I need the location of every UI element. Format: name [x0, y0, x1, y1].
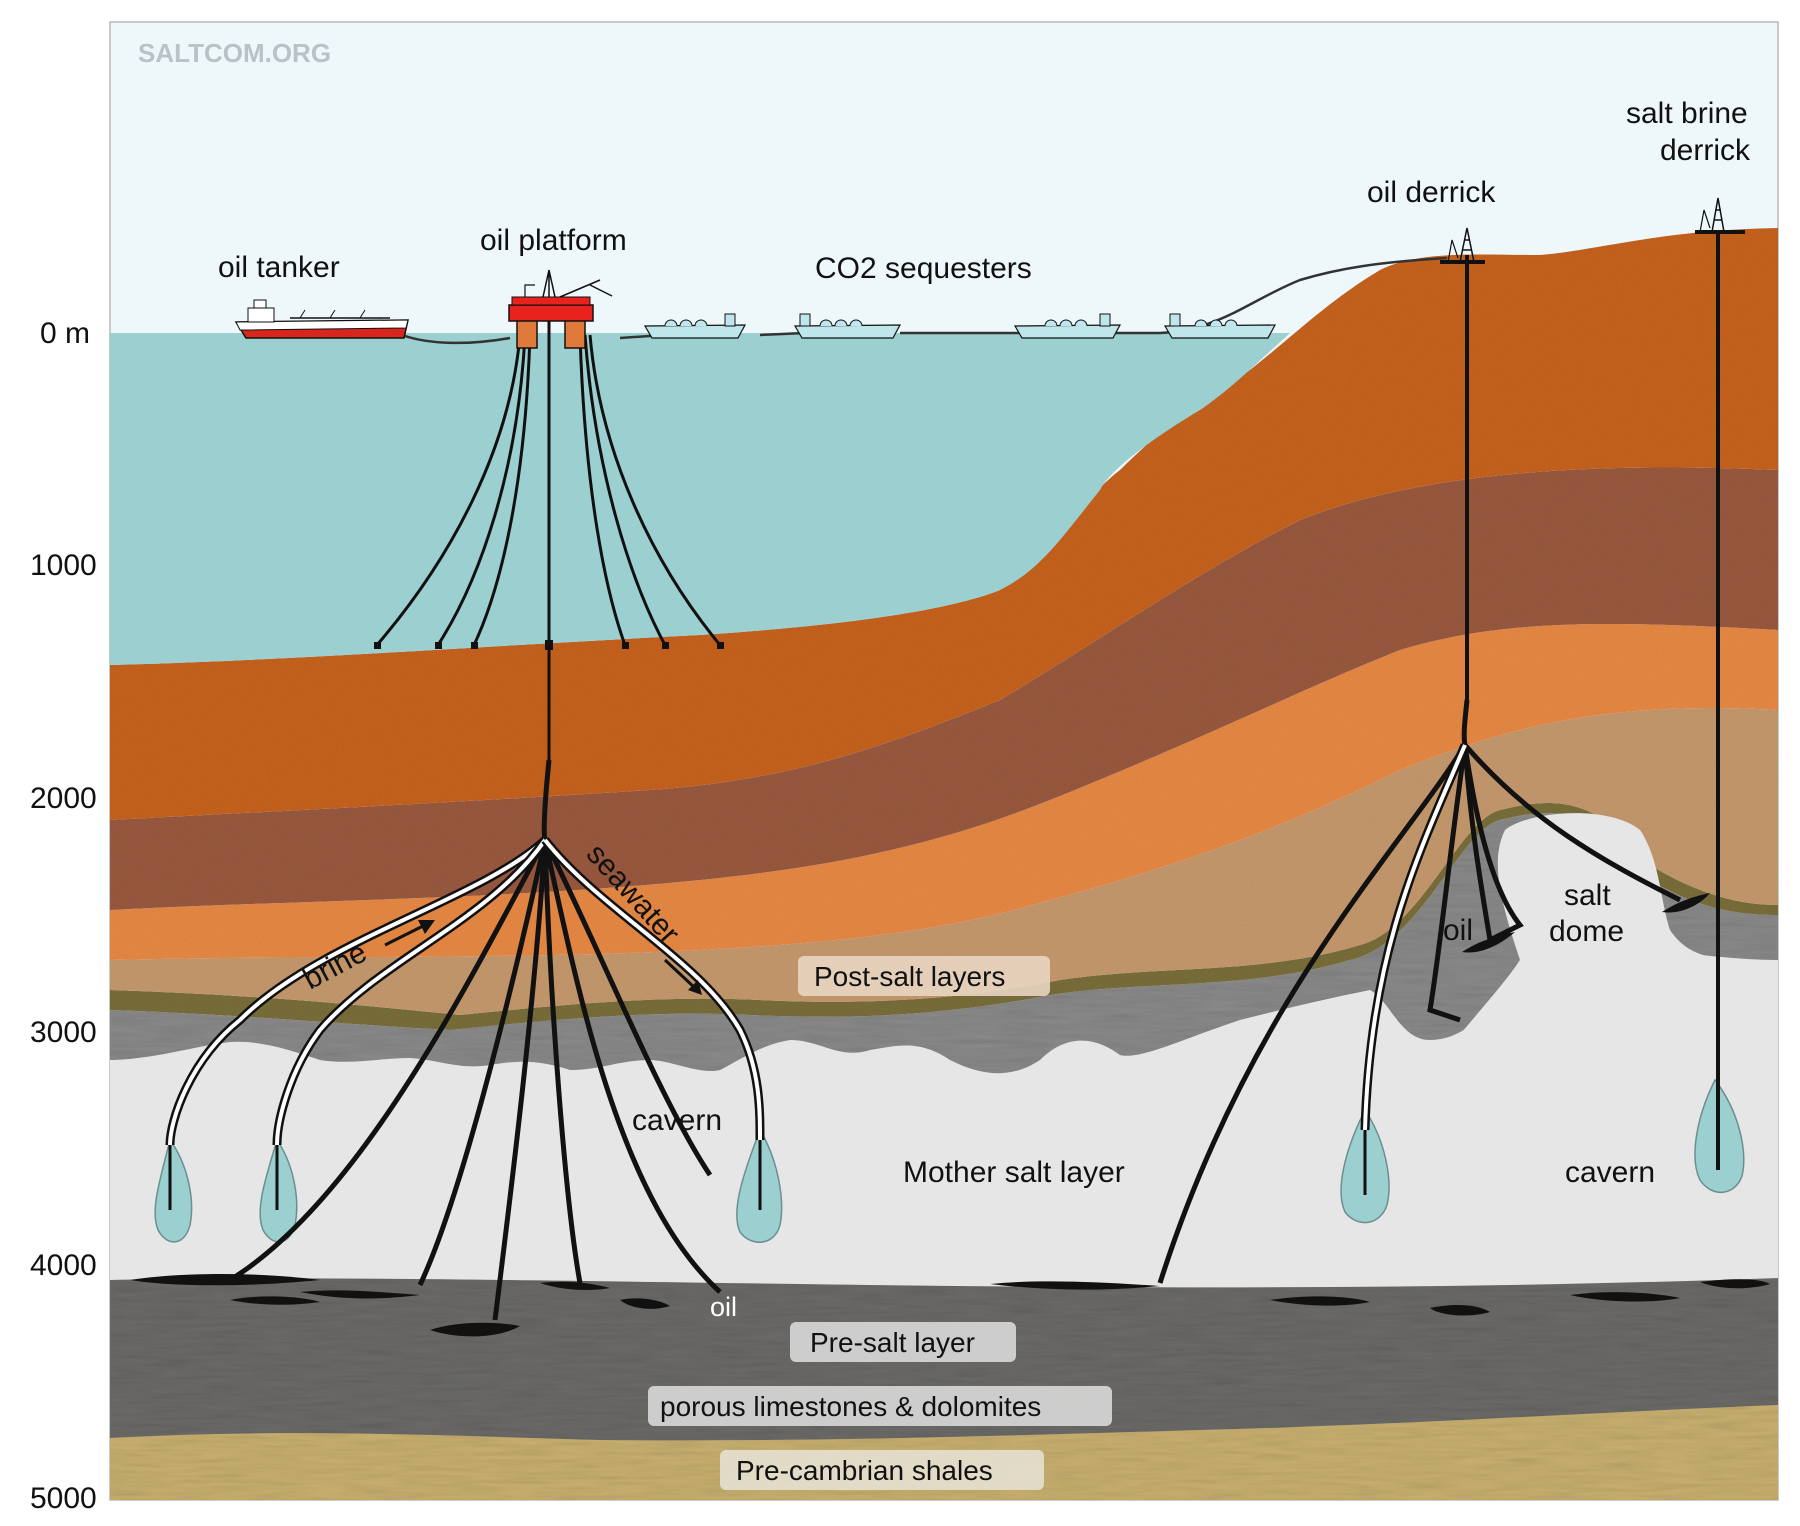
co2-ship-3 — [1013, 313, 1122, 339]
oil-derrick-icon — [1440, 227, 1485, 264]
co2-ship-1 — [643, 313, 747, 339]
label-pre-salt-layer: Pre-salt layer — [810, 1327, 975, 1358]
label-salt-dome-1: salt — [1564, 879, 1611, 912]
label-post-salt-layers: Post-salt layers — [814, 961, 1005, 992]
offshore-wells — [228, 650, 722, 1321]
label-oil-presalt: oil — [710, 1292, 737, 1322]
label-precambrian-shales: Pre-cambrian shales — [736, 1455, 993, 1486]
label-oil-platform: oil platform — [480, 224, 627, 257]
cavern-shape-1 — [154, 1138, 193, 1243]
label-salt-dome-2: dome — [1549, 915, 1624, 948]
label-oil-dome: oil — [1443, 914, 1473, 947]
oil-tanker-icon — [234, 299, 409, 339]
surface-pipeline — [401, 256, 1448, 345]
post-salt-light-orange-layer — [110, 624, 1778, 960]
label-cavern-right: cavern — [1565, 1156, 1655, 1189]
depth-3000: 3000 — [30, 1016, 97, 1049]
depth-5000: 5000 — [30, 1482, 97, 1515]
post-salt-badge — [798, 956, 1050, 996]
post-salt-brown-layer — [110, 467, 1778, 910]
depth-1000: 1000 — [30, 549, 97, 582]
sea-water — [110, 333, 1290, 665]
derrick-brine-pipe-inner — [1363, 744, 1467, 1131]
caverns — [154, 1078, 1745, 1243]
co2-ship-4 — [1163, 313, 1277, 339]
post-salt-tan-layer — [110, 708, 1778, 1015]
label-oil-tanker: oil tanker — [218, 251, 340, 284]
label-mother-salt-layer: Mother salt layer — [903, 1156, 1125, 1189]
label-co2-sequesters: CO2 sequesters — [815, 252, 1032, 285]
label-cavern-left: cavern — [632, 1104, 722, 1137]
platform-risers — [375, 300, 722, 646]
onshore-oil-wells — [1157, 255, 1682, 1284]
post-salt-orange-layer — [110, 228, 1778, 820]
depth-2000: 2000 — [30, 782, 97, 815]
label-salt-brine-derrick-1: salt brine — [1626, 97, 1748, 130]
limestone-badge — [648, 1386, 1112, 1426]
depth-0: 0 m — [40, 317, 90, 350]
pre-salt-badge — [790, 1322, 1016, 1362]
brine-arrow — [384, 920, 435, 947]
wellhead-markers — [374, 640, 724, 650]
salt-dome — [1440, 813, 1760, 1060]
co2-sequester-ships — [643, 313, 1277, 339]
watermark: SALTCOM.ORG — [138, 38, 331, 68]
oil-platform-icon — [508, 269, 613, 349]
shales-badge — [720, 1450, 1044, 1490]
oil-deposits — [130, 1274, 1770, 1337]
co2-ship-2 — [793, 313, 902, 339]
label-salt-brine-derrick-2: derrick — [1660, 134, 1751, 167]
seawater-arrow — [663, 958, 702, 995]
brine-pipes — [165, 836, 765, 1146]
depth-4000: 4000 — [30, 1249, 97, 1282]
label-porous-limestones: porous limestones & dolomites — [660, 1391, 1041, 1422]
oil-pockets-dome — [1462, 893, 1710, 953]
cavern-pipes — [168, 1140, 762, 1210]
salt-brine-derrick-icon — [1695, 197, 1745, 234]
label-oil-derrick: oil derrick — [1367, 176, 1496, 209]
